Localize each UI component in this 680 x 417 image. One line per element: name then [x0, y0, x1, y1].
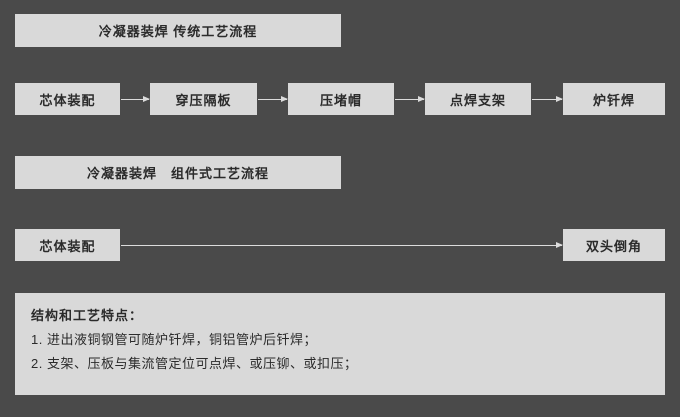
flow1-step-press-cap: 压堵帽	[288, 83, 394, 115]
flow1-title: 冷凝器装焊 传统工艺流程	[15, 14, 341, 47]
flow1-arrow-3	[395, 96, 425, 102]
flow1-arrow-2	[258, 96, 288, 102]
features-item-1: 1. 进出液铜钢管可随炉钎焊，铜铝管炉后钎焊；	[31, 332, 317, 348]
flow1-step-furnace-brazing: 炉钎焊	[563, 83, 665, 115]
flow1-arrow-4	[532, 96, 563, 102]
flow2-arrow-1	[121, 242, 563, 248]
flow1-step-spot-weld-bracket: 点焊支架	[425, 83, 531, 115]
features-heading: 结构和工艺特点：	[31, 308, 144, 323]
flow2-step-double-end-chamfer: 双头倒角	[563, 229, 665, 261]
flow2-step-core-assembly: 芯体装配	[15, 229, 120, 261]
features-panel: 结构和工艺特点： 1. 进出液铜钢管可随炉钎焊，铜铝管炉后钎焊； 2. 支架、压…	[15, 293, 665, 395]
flow1-arrow-1	[121, 96, 150, 102]
features-item-2: 2. 支架、压板与集流管定位可点焊、或压铆、或扣压；	[31, 356, 358, 372]
flow2-title: 冷凝器装焊 组件式工艺流程	[15, 156, 341, 189]
flow1-step-press-partition: 穿压隔板	[150, 83, 257, 115]
flow1-step-core-assembly: 芯体装配	[15, 83, 120, 115]
